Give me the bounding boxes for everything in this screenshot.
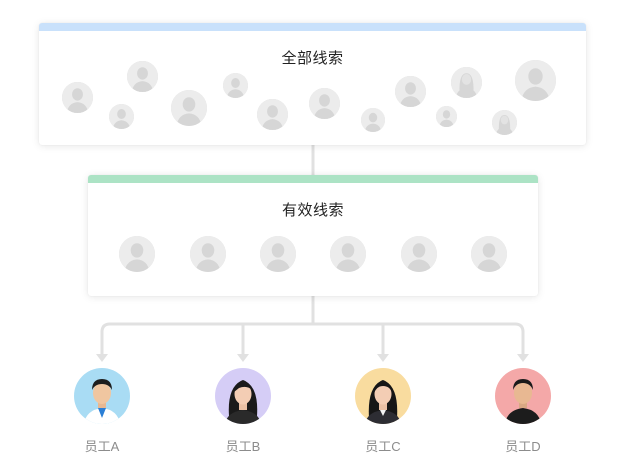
lead-avatar-placeholder (260, 236, 296, 272)
lead-avatar-placeholder (395, 76, 426, 107)
lead-avatar-placeholder (492, 110, 517, 135)
lead-avatar-placeholder (361, 108, 385, 132)
valid-leads-card: 有效线索 (88, 175, 538, 296)
employee-name: 员工C (365, 439, 401, 454)
lead-avatar-placeholder (401, 236, 437, 272)
valid-leads-top-bar (88, 175, 538, 183)
all-leads-title: 全部线索 (281, 50, 344, 67)
employee-avatar (495, 368, 551, 424)
lead-avatar-placeholder (257, 99, 288, 130)
lead-avatar-placeholder (171, 90, 207, 126)
valid-leads-title: 有效线索 (281, 202, 344, 219)
employee-a[interactable]: 员工A (62, 368, 142, 455)
employee-d[interactable]: 员工D (483, 368, 563, 455)
lead-avatar-placeholder (223, 73, 248, 98)
employee-name: 员工D (505, 439, 541, 454)
lead-avatar-placeholder (471, 236, 507, 272)
employee-avatar (74, 368, 130, 424)
employee-avatar (355, 368, 411, 424)
lead-avatar-placeholder (330, 236, 366, 272)
lead-avatar-placeholder (515, 60, 556, 101)
lead-avatar-placeholder (62, 82, 93, 113)
employee-c[interactable]: 员工C (343, 368, 423, 455)
lead-avatar-placeholder (436, 106, 457, 127)
employee-name: 员工A (84, 439, 120, 454)
lead-avatar-placeholder (127, 61, 158, 92)
lead-avatar-placeholder (119, 236, 155, 272)
all-leads-top-bar (39, 23, 586, 31)
employee-b[interactable]: 员工B (203, 368, 283, 455)
employee-name: 员工B (225, 439, 261, 454)
lead-avatar-placeholder (190, 236, 226, 272)
lead-avatar-placeholder (309, 88, 340, 119)
lead-avatar-placeholder (109, 104, 134, 129)
employee-avatar (215, 368, 271, 424)
lead-avatar-placeholder (451, 67, 482, 98)
